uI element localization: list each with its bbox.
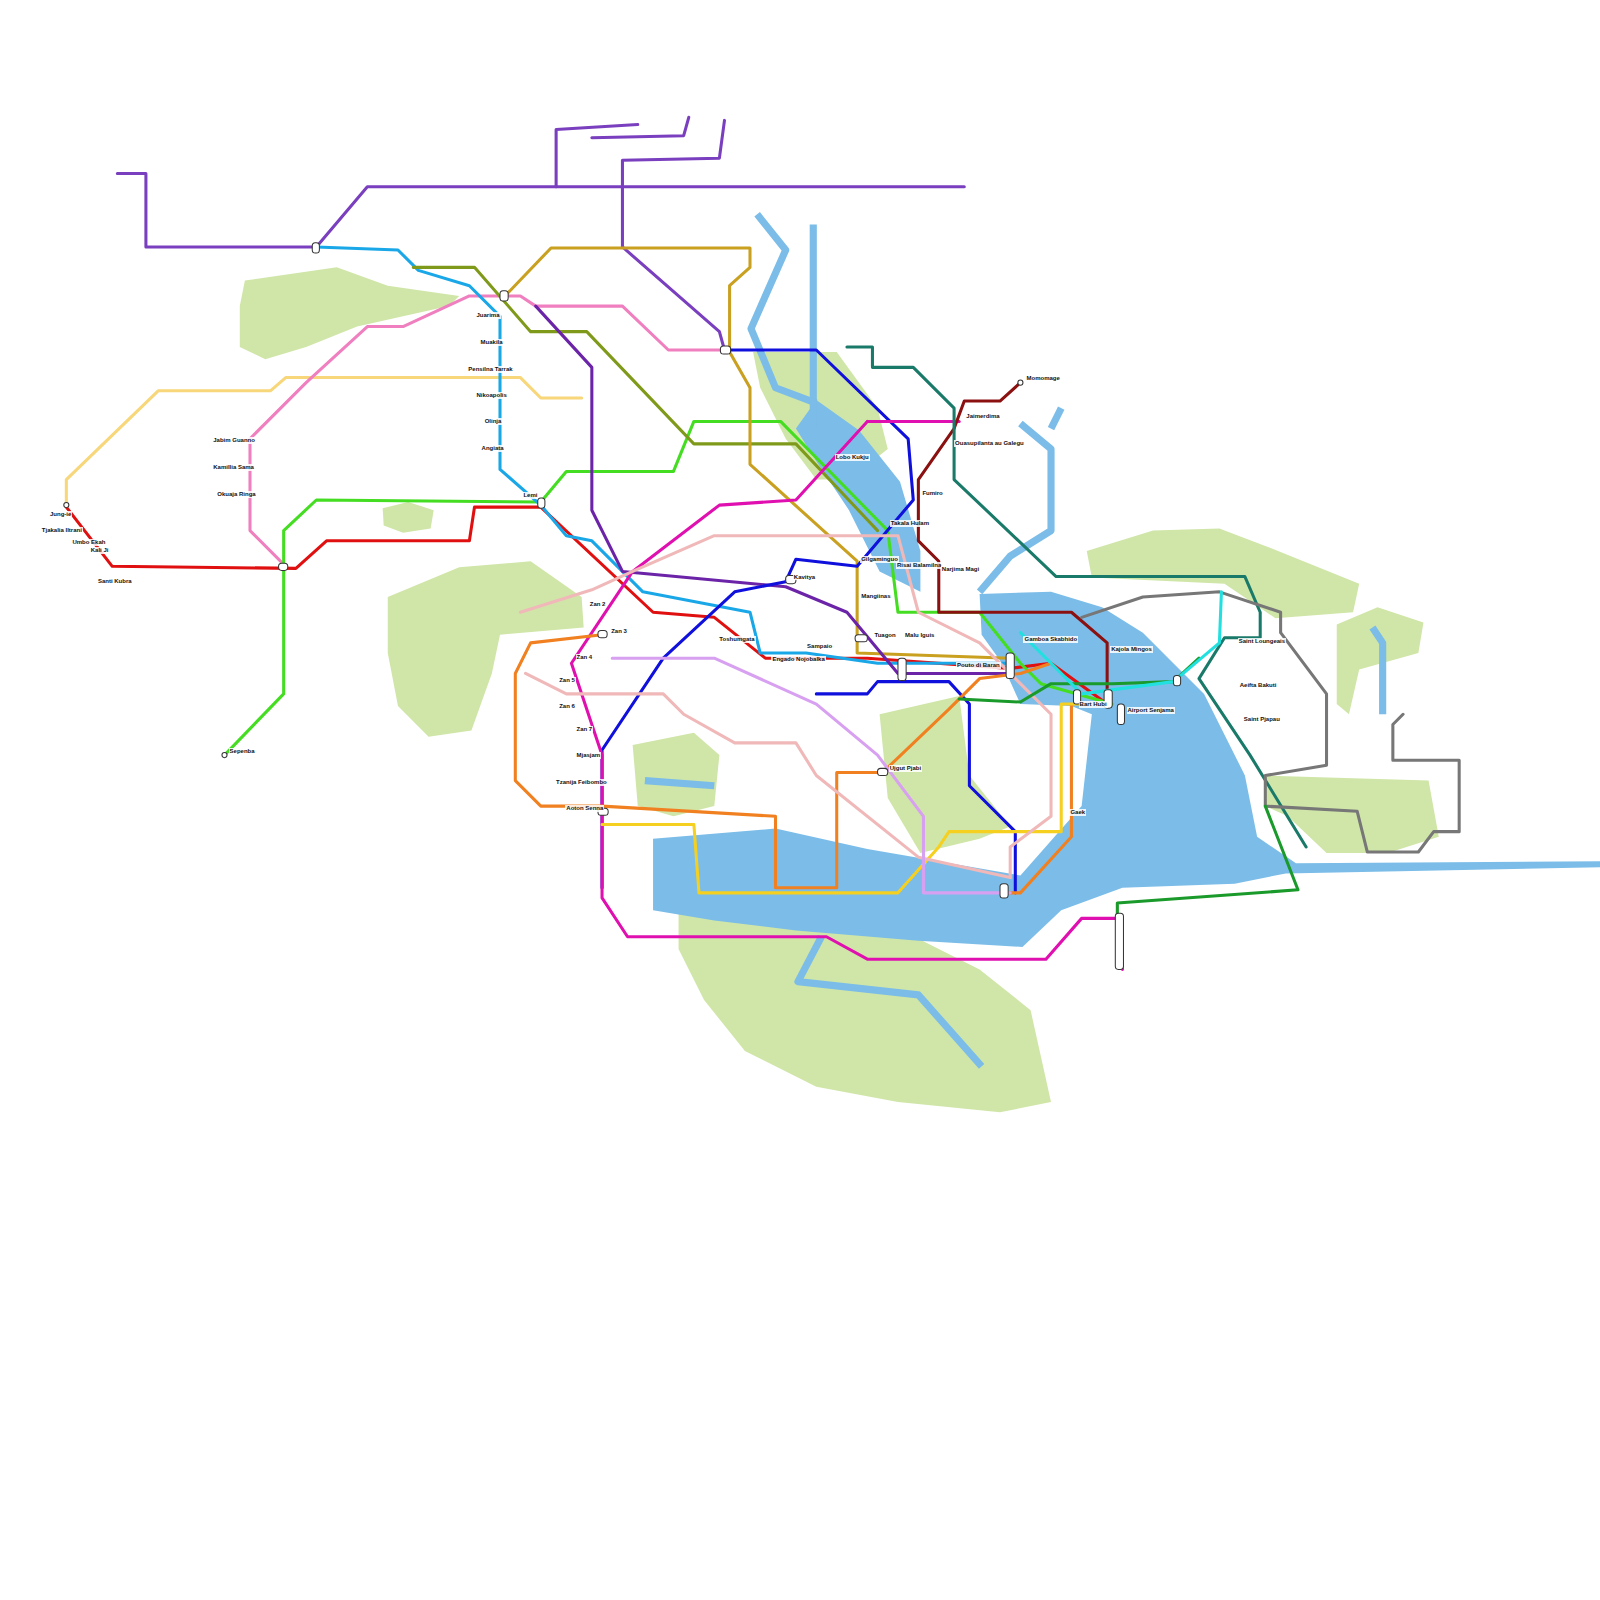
station-label: Fumiro: [921, 490, 943, 497]
station-label: Santi Kubra: [97, 578, 133, 585]
station-label: Ujgut Pjabi: [889, 765, 922, 772]
station-label: Gilgaminguo: [860, 556, 899, 563]
station-label: Ouasupilanta au Galegu: [954, 440, 1025, 447]
station-label: Zan 5: [558, 677, 576, 684]
station-label: Jung-ie: [49, 511, 72, 518]
station-label: Narjima Magi: [941, 566, 980, 573]
interchanges: [64, 243, 1181, 970]
rivers: [645, 214, 1383, 1066]
station-label: Malu Iguis: [904, 632, 935, 639]
water: [653, 400, 1600, 947]
station-label: Olinja: [484, 418, 503, 425]
station-label: Tuagon: [873, 632, 896, 639]
station-label: Zan 7: [576, 726, 594, 733]
station-label: Risai Balamilna: [896, 562, 942, 569]
station-label: Bart Hubi: [1079, 701, 1108, 708]
station-label: Toshumgata: [718, 636, 755, 643]
station-label: Kavitya: [793, 574, 816, 581]
station-label: Momomage: [1026, 375, 1061, 382]
station-label: Mangiinas: [860, 593, 891, 600]
station-label: Lemi: [522, 492, 538, 499]
station-label: Gaek: [1069, 809, 1086, 816]
station-label: Lobo Kukju: [835, 454, 870, 461]
station-label: Sampaio: [806, 643, 833, 650]
station-label: Tjakalia Iltrani: [41, 527, 83, 534]
parks: [240, 267, 1439, 1112]
station-label: Mjasjam: [576, 752, 602, 759]
station-label: Angiata: [481, 445, 505, 452]
station-label: Airport Senjama: [1127, 707, 1175, 714]
station-label: Zan 4: [576, 654, 594, 661]
station-label: Aeifta Bakuti: [1239, 682, 1278, 689]
station-label: Saint Loungeais: [1238, 638, 1286, 645]
station-label: Jabim Guanno: [212, 437, 256, 444]
station-label: Zan 2: [589, 601, 607, 608]
station-label: Pouto di Baran: [956, 662, 1001, 669]
station-label: Umbo Ekah: [71, 539, 106, 546]
station-label: Zan 6: [558, 703, 576, 710]
station-label: Takala Hulam: [890, 520, 930, 527]
station-label: Aoton Senna: [565, 805, 604, 812]
station-label: Okuaja Ringa: [216, 491, 256, 498]
station-label: Tzanija Feibombo: [555, 779, 608, 786]
station-label: Saint Pjapau: [1243, 716, 1281, 723]
station-label: Nikoapolis: [476, 392, 508, 399]
transit-lines: [66, 117, 1459, 969]
station-label: Kamillia Sama: [212, 464, 255, 471]
station-label: Jaimerdima: [965, 413, 1000, 420]
station-label: Kajola Mingos: [1110, 646, 1153, 653]
station-label: Juarima: [476, 312, 501, 319]
station-label: Gamboa Skabhido: [1023, 636, 1078, 643]
station-label: Zan 3: [610, 628, 628, 635]
station-label: Pensilna Tarrak: [467, 366, 513, 373]
station-label: Muakila: [480, 339, 504, 346]
station-label: Sepenba: [229, 748, 256, 755]
station-label: Engado Nojobalka: [771, 656, 825, 663]
station-label: Kali Ji: [90, 547, 110, 554]
